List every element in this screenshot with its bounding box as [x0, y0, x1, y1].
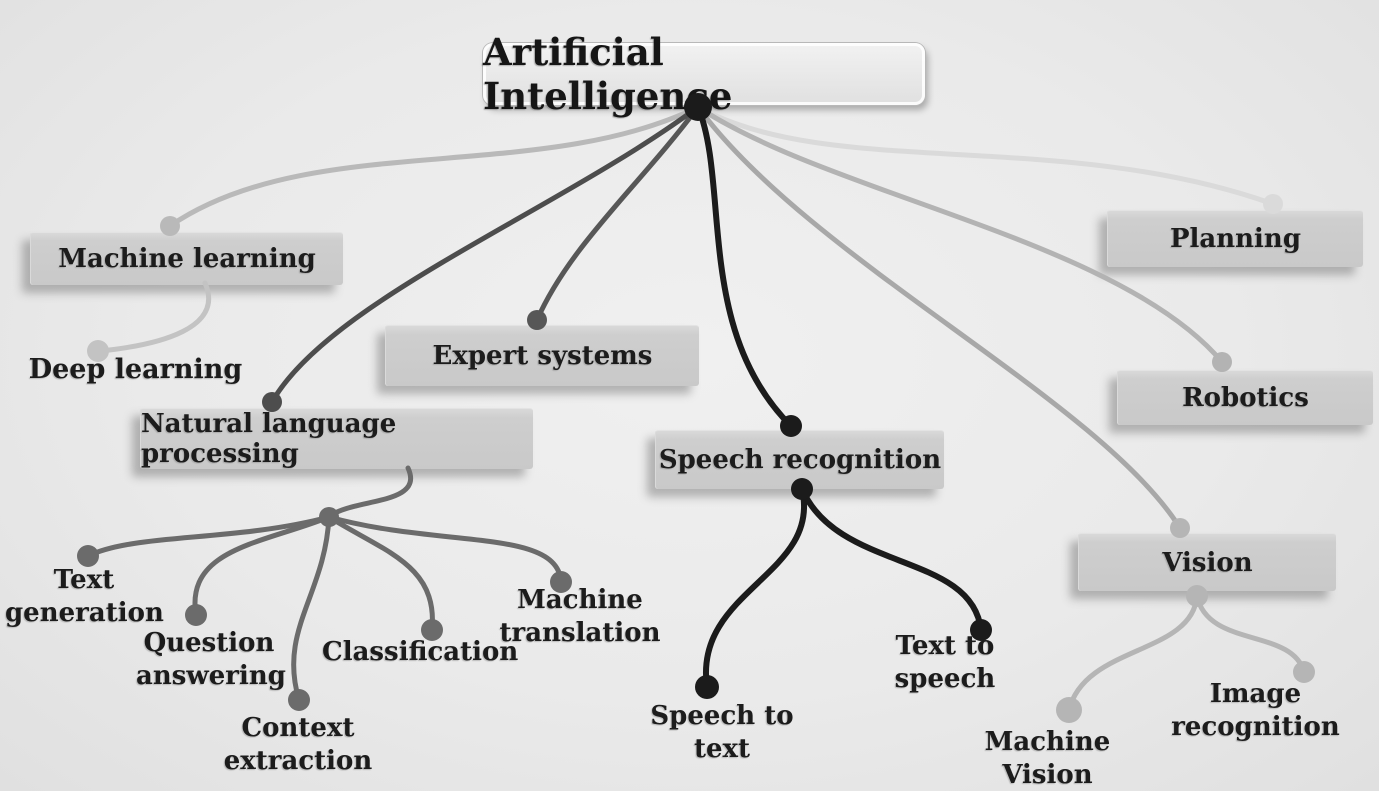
- machine-vision-dot: [1056, 697, 1082, 723]
- node-label: Machine learning: [58, 244, 316, 274]
- node-machine-learning[interactable]: Machine learning: [30, 232, 343, 285]
- node-label: Robotics: [1182, 383, 1309, 413]
- node-label: Speech recognition: [658, 445, 942, 475]
- node-label: Image recognition: [1171, 679, 1340, 743]
- edge-vision-image-recognition: [1194, 593, 1307, 675]
- node-planning[interactable]: Planning: [1107, 210, 1363, 267]
- node-label: Deep learning: [28, 354, 243, 385]
- context-extraction-dot: [288, 689, 310, 711]
- edge-nlp-classification: [326, 514, 435, 633]
- node-label: Question answering: [136, 628, 286, 692]
- node-expert-systems[interactable]: Expert systems: [385, 325, 699, 386]
- node-question-answering[interactable]: Question answering: [136, 627, 286, 694]
- node-label: Vision: [1162, 547, 1253, 578]
- nlp-hub-dot: [319, 507, 339, 527]
- node-text-generation[interactable]: Text generation: [5, 564, 164, 631]
- node-image-recognition[interactable]: Image recognition: [1128, 678, 1379, 745]
- node-label: Planning: [1169, 224, 1302, 254]
- edge-nlp-hub: [327, 465, 414, 519]
- edge-speech-recognition-speech-to-text: [702, 486, 808, 690]
- node-label: Machine translation: [499, 585, 661, 649]
- edge-nlp-machine-translation: [326, 514, 564, 585]
- edge-ai-machine-learning: [167, 104, 701, 229]
- node-classification[interactable]: Classification: [322, 636, 518, 669]
- node-vision[interactable]: Vision: [1078, 533, 1336, 591]
- edge-ai-expert-systems: [534, 104, 701, 323]
- edge-machine-learning-deep-learning: [97, 280, 212, 354]
- node-deep-learning[interactable]: Deep learning: [28, 353, 243, 388]
- edge-ai-speech-recognition: [695, 104, 794, 429]
- node-natural-language-processing[interactable]: Natural language processing: [140, 408, 533, 469]
- node-label: Artificial Intelligence: [483, 30, 733, 118]
- robotics-dot: [1212, 352, 1232, 372]
- node-text-to-speech[interactable]: Text to speech: [845, 630, 1045, 697]
- edge-speech-recognition-text-to-speech: [799, 486, 984, 633]
- edge-nlp-text-generation: [85, 514, 332, 559]
- node-machine-vision[interactable]: Machine Vision: [940, 726, 1155, 791]
- edge-nlp-context-extraction: [291, 514, 332, 703]
- node-machine-translation[interactable]: Machine translation: [444, 584, 716, 651]
- node-artificial-intelligence[interactable]: Artificial Intelligence: [483, 30, 925, 118]
- node-label: Text to speech: [894, 631, 996, 695]
- question-answering-dot: [185, 604, 207, 626]
- node-label: Machine Vision: [984, 727, 1111, 791]
- node-label: Speech to text: [650, 701, 794, 765]
- node-speech-recognition[interactable]: Speech recognition: [655, 430, 944, 489]
- node-label: Classification: [322, 637, 519, 667]
- edge-ai-planning: [695, 104, 1276, 207]
- node-label: Text generation: [5, 565, 164, 629]
- node-context-extraction[interactable]: Context extraction: [222, 712, 374, 779]
- node-label: Natural language processing: [141, 409, 397, 469]
- speech-to-text-dot: [695, 675, 719, 699]
- edge-nlp-question-answering: [192, 514, 332, 618]
- node-speech-to-text[interactable]: Speech to text: [624, 700, 820, 767]
- node-robotics[interactable]: Robotics: [1117, 370, 1373, 425]
- node-label: Context extraction: [223, 713, 373, 777]
- node-label: Expert systems: [432, 341, 653, 371]
